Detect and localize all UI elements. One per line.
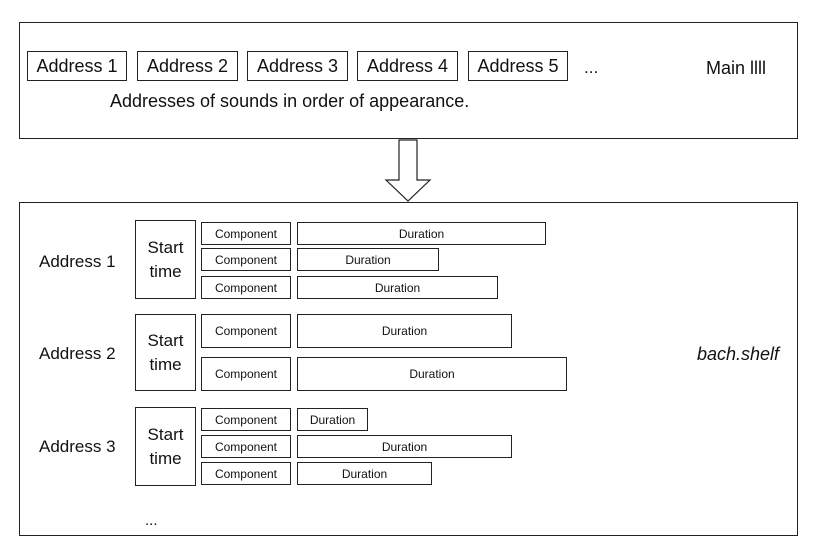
start-time-box: Start time bbox=[135, 314, 196, 391]
bach-shelf-panel bbox=[19, 202, 798, 536]
component-box: Component bbox=[201, 222, 291, 245]
duration-bar: Duration bbox=[297, 248, 439, 271]
component-box: Component bbox=[201, 276, 291, 299]
duration-bar: Duration bbox=[297, 222, 546, 245]
component-box: Component bbox=[201, 314, 291, 348]
bottom-ellipsis: ... bbox=[145, 512, 158, 529]
component-box: Component bbox=[201, 357, 291, 391]
component-box: Component bbox=[201, 408, 291, 431]
main-llll-label: Main llll bbox=[706, 58, 767, 78]
start-time-box: Start time bbox=[135, 220, 196, 299]
address-chip-4: Address 4 bbox=[357, 51, 458, 81]
address-chip-2: Address 2 bbox=[137, 51, 238, 81]
duration-bar: Duration bbox=[297, 435, 512, 458]
address-chip-5: Address 5 bbox=[468, 51, 568, 81]
duration-bar: Duration bbox=[297, 357, 567, 391]
group-address-label: Address 3 bbox=[39, 437, 116, 456]
component-box: Component bbox=[201, 248, 291, 271]
address-chip-3: Address 3 bbox=[247, 51, 348, 81]
addresses-caption: Addresses of sounds in order of appearan… bbox=[110, 91, 470, 111]
component-box: Component bbox=[201, 462, 291, 485]
address-chip-1: Address 1 bbox=[27, 51, 127, 81]
duration-bar: Duration bbox=[297, 408, 368, 431]
duration-bar: Duration bbox=[297, 462, 432, 485]
duration-bar: Duration bbox=[297, 276, 498, 299]
component-box: Component bbox=[201, 435, 291, 458]
group-address-label: Address 2 bbox=[39, 344, 116, 363]
duration-bar: Duration bbox=[297, 314, 512, 348]
top-ellipsis: ... bbox=[584, 58, 599, 77]
bach-shelf-label: bach.shelf bbox=[697, 344, 780, 364]
group-address-label: Address 1 bbox=[39, 252, 116, 271]
start-time-box: Start time bbox=[135, 407, 196, 486]
